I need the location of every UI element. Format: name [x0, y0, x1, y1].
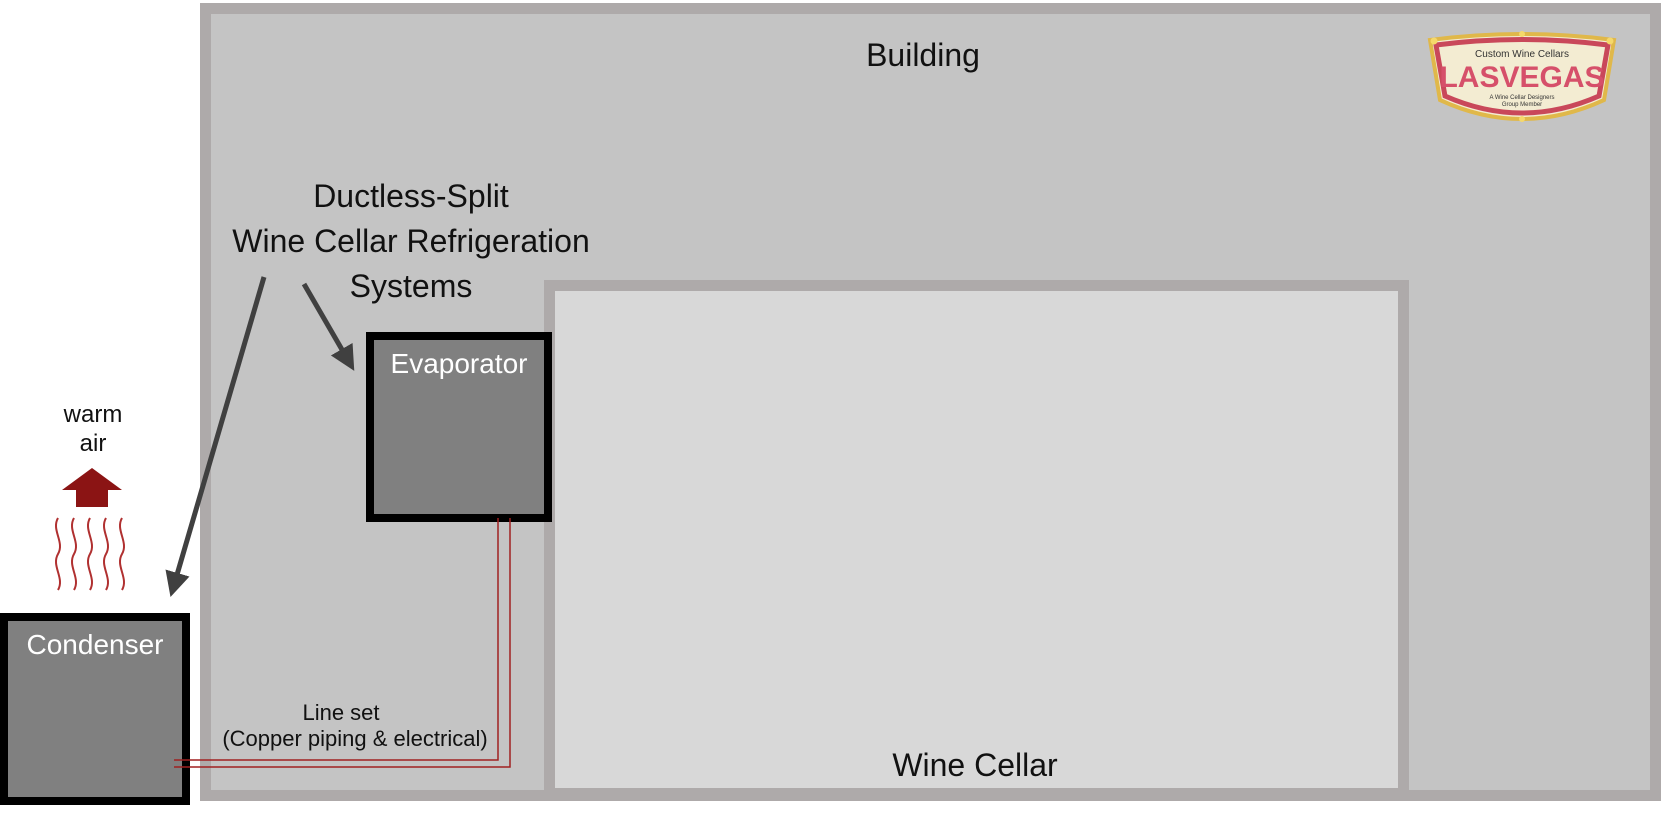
heat-wave-icon	[55, 517, 61, 591]
logo-main-text: LASVEGAS	[1439, 61, 1604, 94]
las-vegas-logo: Custom Wine Cellars LASVEGAS A Wine Cell…	[1427, 31, 1617, 122]
pointer-arrow-condenser	[165, 276, 267, 597]
line-set-pipe	[174, 518, 499, 761]
logo-sub-text: A Wine Cellar Designers	[1489, 95, 1554, 101]
line-set-pipe	[174, 518, 511, 768]
warm-air-line: warm	[63, 401, 123, 428]
line-set-label: Line set	[302, 700, 380, 725]
logo-sub-text: Group Member	[1502, 102, 1542, 108]
evaporator-label: Evaporator	[390, 348, 528, 379]
warm-air-up-arrow-icon	[62, 468, 122, 507]
logo-top-text: Custom Wine Cellars	[1475, 49, 1569, 60]
systems-label: Ductless-Split Wine Cellar Refrigeration…	[210, 174, 612, 309]
pointer-arrow-evaporator	[301, 282, 355, 371]
systems-label-line: Wine Cellar Refrigeration	[232, 223, 590, 259]
systems-label-line: Ductless-Split	[313, 178, 509, 214]
heat-wave-icon	[103, 517, 109, 591]
wine-cellar-label: Wine Cellar	[892, 747, 1058, 783]
warm-air-line: air	[79, 430, 107, 457]
evaporator-unit: Evaporator	[366, 332, 552, 522]
building-label: Building	[866, 37, 980, 73]
heat-wave-icon	[71, 517, 77, 591]
warm-air-label: warm air	[45, 400, 141, 458]
heat-wave-icon	[119, 517, 125, 591]
line-set-description: (Copper piping & electrical)	[222, 726, 488, 751]
condenser-label: Condenser	[26, 629, 164, 660]
condenser-unit: Condenser	[0, 613, 190, 805]
wine-cellar-area	[544, 280, 1409, 799]
heat-wave-icon	[87, 517, 93, 591]
systems-label-line: Systems	[349, 268, 473, 304]
